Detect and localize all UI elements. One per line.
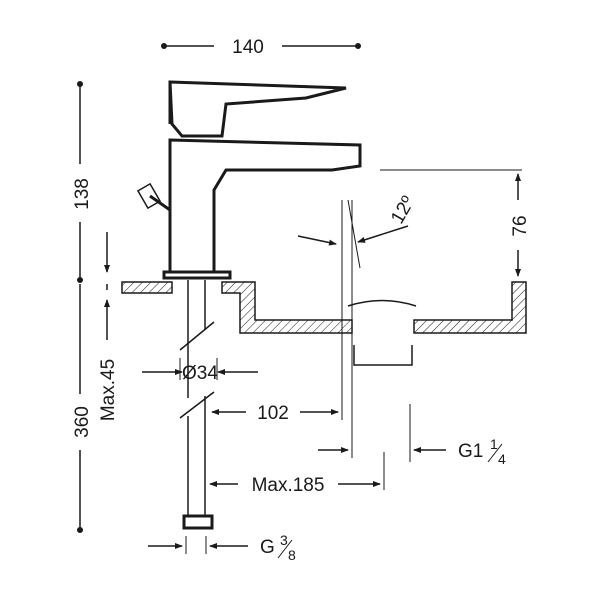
supply-hoses [179,280,215,530]
dim-max-reach: Max.185 [209,475,381,496]
dim-height-body: 138 [72,81,93,283]
label-d34: Ø34 [182,363,218,384]
reach-guides [341,199,411,490]
label-max185: Max.185 [252,475,325,496]
dim-height-total: 360 [72,284,93,533]
dim-width-top: 140 [161,37,361,58]
label-g38-den: 8 [288,547,296,563]
dim-max-deck: Max.45 [98,232,119,421]
dim-hose-diameter: Ø34 [142,358,258,384]
label-max45: Max.45 [98,359,119,421]
dim-waste-thread: G1 1 4 [318,436,506,467]
label-g38-main: G [260,537,275,558]
dim-supply-thread: G 3 8 [148,532,296,563]
label-g38-num: 3 [280,532,288,548]
label-g114-den: 4 [498,451,506,467]
label-g114-main: G1 [458,441,483,462]
label-102: 102 [257,403,289,424]
label-76: 76 [510,215,531,236]
label-140: 140 [232,37,264,58]
basin-section [121,281,527,366]
label-360: 360 [72,406,93,438]
label-g114-num: 1 [490,436,498,452]
dim-angle: 12º [297,193,419,246]
label-angle: 12º [387,193,419,228]
faucet-body [136,80,362,280]
label-138: 138 [72,178,93,210]
dim-spout-height: 76 [380,169,531,277]
dim-reach: 102 [211,403,339,424]
